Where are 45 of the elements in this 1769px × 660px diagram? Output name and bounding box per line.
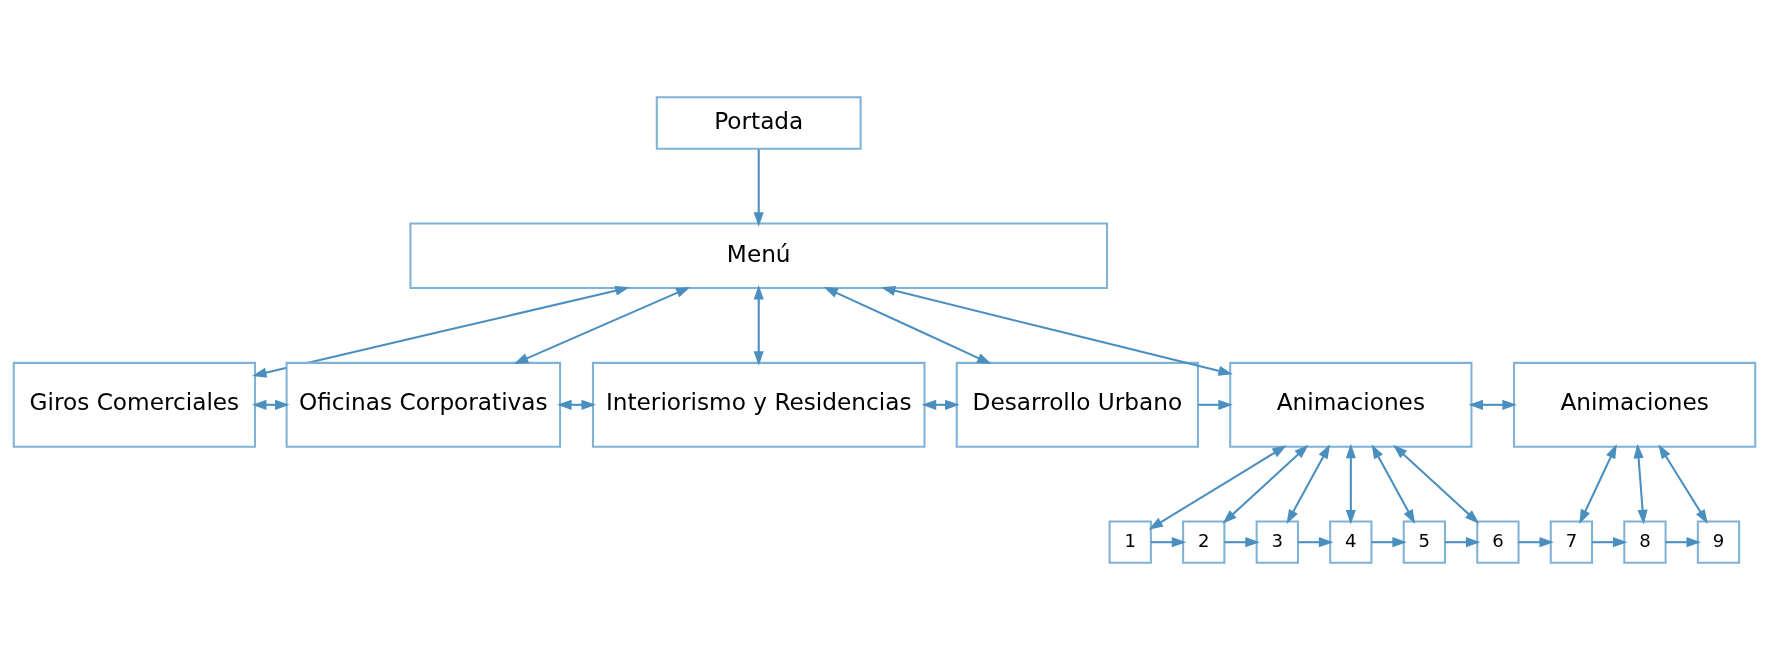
arrow (252, 285, 630, 378)
node-box: Giros Comerciales (12, 361, 256, 448)
node-box: 4 (1329, 520, 1373, 564)
arrow (753, 285, 764, 366)
arrow (1298, 537, 1334, 548)
arrow (823, 286, 992, 365)
arrow (1633, 443, 1648, 525)
node-box: Menú (409, 222, 1109, 290)
node-box: Desarrollo Urbano (955, 361, 1199, 448)
arrow (1150, 537, 1187, 548)
arrow (513, 286, 691, 365)
arrow (1658, 444, 1708, 524)
node-box: Animaciones (1229, 361, 1473, 448)
arrow (753, 149, 764, 227)
arrow (1148, 445, 1287, 530)
node-box: 2 (1182, 520, 1226, 564)
node-box: Portada (655, 96, 862, 150)
arrow (921, 399, 960, 410)
arrow (1371, 444, 1416, 524)
arrow (1222, 444, 1309, 524)
arrow (1592, 537, 1628, 548)
node-box: Oficinas Corporativas (285, 361, 562, 448)
arrow (1445, 537, 1481, 548)
arrow (1198, 399, 1233, 410)
arrow (880, 285, 1233, 376)
node-box: 9 (1696, 520, 1741, 564)
arrow (1468, 399, 1517, 410)
node-box: 6 (1476, 520, 1520, 564)
arrow (1286, 444, 1331, 524)
arrow (1518, 537, 1554, 548)
arrow (557, 399, 596, 410)
node-box: Interiorismo y Residencias (591, 361, 926, 448)
node-box: 5 (1402, 520, 1446, 564)
node-box: 3 (1255, 520, 1299, 564)
arrow (1345, 443, 1356, 525)
node-box: 8 (1623, 520, 1667, 564)
arrow (1393, 444, 1480, 524)
arrow (1579, 444, 1617, 525)
node-box: 1 (1108, 520, 1152, 564)
arrow (252, 399, 290, 410)
arrow (1371, 537, 1407, 548)
node-box: 7 (1549, 520, 1594, 564)
node-box: Animaciones (1513, 361, 1757, 448)
arrow (1665, 537, 1701, 548)
arrow (1224, 537, 1260, 548)
